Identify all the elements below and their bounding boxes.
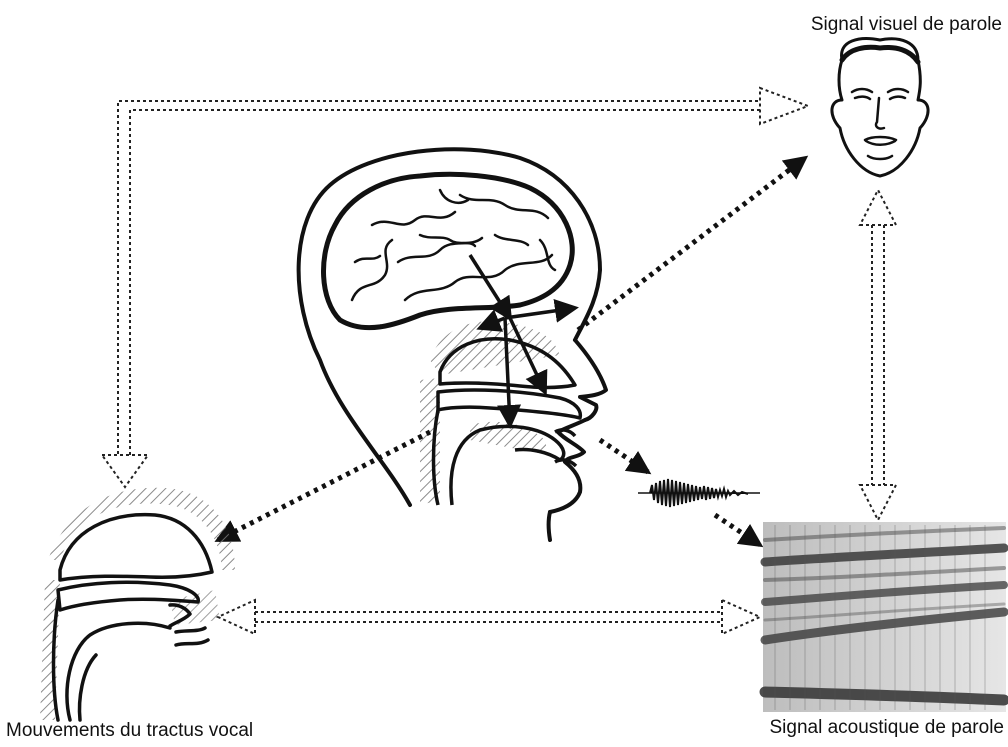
brain xyxy=(324,174,573,327)
acoustic-waveform xyxy=(638,479,760,507)
arrow-face-spectrogram-shaft xyxy=(872,225,884,485)
head-vocal-tract xyxy=(420,321,580,505)
spectrogram xyxy=(763,522,1006,712)
vocal-tract-label: Mouvements du tractus vocal xyxy=(6,720,253,742)
acoustic-signal-label: Signal acoustique de parole xyxy=(769,717,1004,739)
arrow-head-face xyxy=(760,88,808,124)
arrow-head-down-spectrogram xyxy=(860,485,896,520)
visual-signal-label: Signal visuel de parole xyxy=(811,14,1002,36)
arrow-head-left-tract xyxy=(218,600,255,634)
arrow-loop-top xyxy=(118,101,768,460)
vocal-tract-section xyxy=(40,488,235,720)
arrow-head-up-face xyxy=(860,190,896,225)
arrow-head-right-spectrogram xyxy=(722,600,760,634)
face-drawing xyxy=(832,39,928,176)
arrow-head-tract-down xyxy=(102,455,148,487)
arrow-tract-spectrogram-shaft xyxy=(255,612,722,622)
